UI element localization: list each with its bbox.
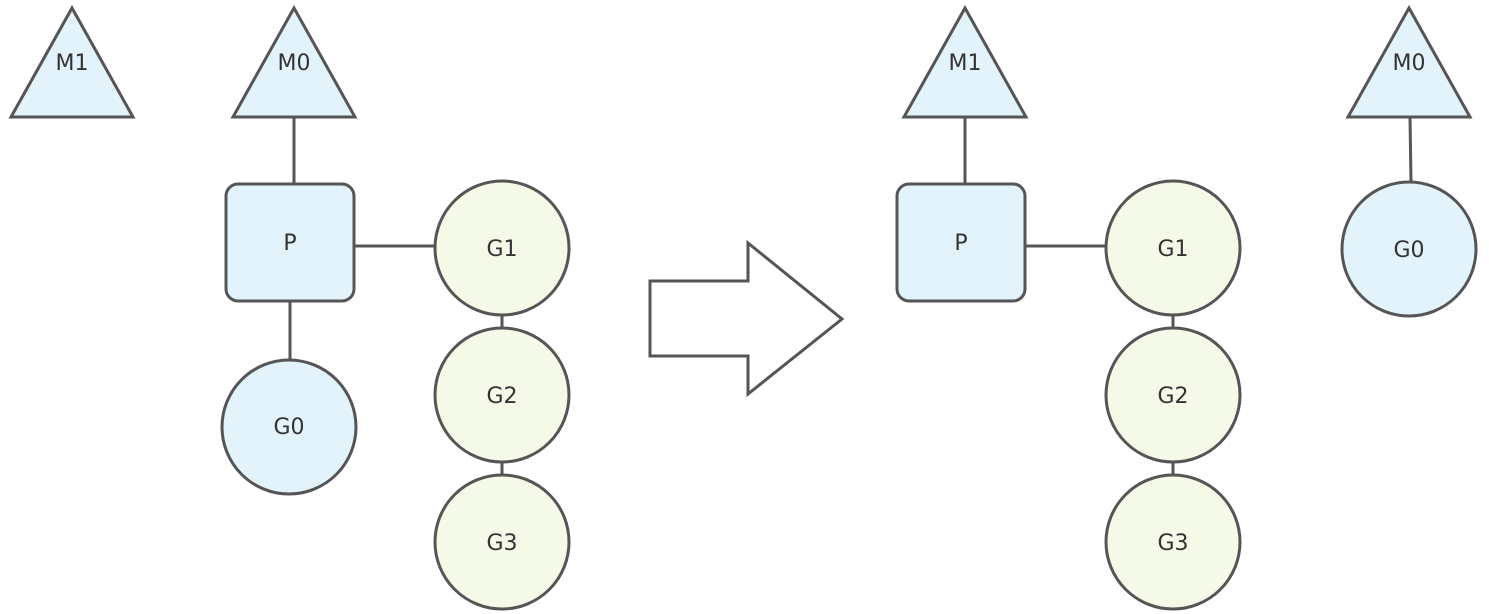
goroutine-g1-label: G1 (1157, 237, 1188, 262)
machine-m0-label: M0 (278, 51, 311, 76)
goroutine-g1: G1 (433, 179, 571, 317)
machine-m1: M1 (8, 4, 136, 119)
machine-m0: M0 (1345, 4, 1473, 119)
machine-m0-label: M0 (1393, 51, 1426, 76)
goroutine-g2: G2 (1104, 326, 1242, 464)
goroutine-g1: G1 (1104, 179, 1242, 317)
goroutine-g3-label: G3 (486, 531, 517, 556)
goroutine-g0-label: G0 (273, 415, 304, 440)
goroutine-g1-label: G1 (486, 237, 517, 262)
after-state: M1 P G1 G2 G3 M0 G0 (895, 4, 1478, 611)
machine-m1-label: M1 (949, 51, 982, 76)
goroutine-g2-label: G2 (1157, 384, 1188, 409)
goroutine-g3: G3 (433, 473, 571, 611)
before-state: M1 M0 P G0 G1 G2 G3 (8, 4, 571, 611)
processor-p: P (895, 182, 1027, 303)
m0-g0-connector (1408, 116, 1413, 183)
goroutine-g3: G3 (1104, 473, 1242, 611)
processor-p-label: P (954, 231, 967, 256)
goroutine-g2: G2 (433, 326, 571, 464)
goroutine-g3-label: G3 (1157, 531, 1188, 556)
goroutine-g0-label: G0 (1393, 238, 1424, 263)
processor-p: P (224, 182, 356, 303)
goroutine-g2-label: G2 (486, 384, 517, 409)
machine-m1: M1 (901, 4, 1029, 119)
machine-m1-label: M1 (56, 51, 89, 76)
processor-p-label: P (283, 231, 296, 256)
transition-arrow (648, 239, 845, 398)
machine-m0: M0 (230, 4, 358, 119)
goroutine-g0: G0 (220, 358, 358, 496)
goroutine-g0: G0 (1340, 180, 1478, 318)
